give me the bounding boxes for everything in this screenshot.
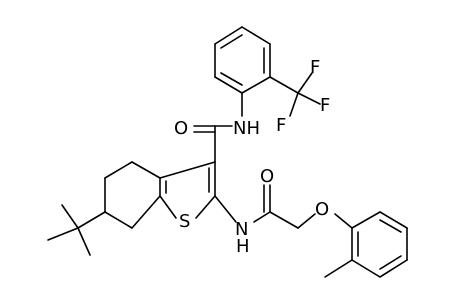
bond bbox=[297, 72, 313, 94]
bond bbox=[379, 211, 408, 229]
o-tolyl-ring bbox=[324, 211, 408, 278]
aromatic-inner-bond bbox=[379, 255, 402, 270]
bond bbox=[104, 161, 133, 179]
aromatic-inner-bond bbox=[379, 219, 402, 233]
bond bbox=[61, 204, 79, 229]
cyclohexene-ring bbox=[104, 161, 161, 229]
oxygen-atom-label: O bbox=[260, 166, 274, 187]
carboxamide-group: O NH bbox=[174, 92, 260, 163]
bond bbox=[297, 213, 316, 229]
bond bbox=[269, 76, 299, 94]
aromatic-inner-bond bbox=[220, 72, 243, 86]
trifluoromethyl-group: F F F bbox=[269, 57, 330, 136]
bond bbox=[241, 76, 271, 94]
bond bbox=[334, 213, 353, 229]
bond bbox=[351, 211, 381, 229]
bond bbox=[241, 26, 271, 45]
sulfur-atom-label: S bbox=[179, 211, 190, 232]
fluorine-atom-label: F bbox=[320, 95, 330, 116]
fluorine-atom-label: F bbox=[276, 115, 286, 136]
bond bbox=[351, 259, 381, 278]
bond bbox=[77, 227, 91, 256]
bond bbox=[253, 211, 271, 223]
tert-butyl-group bbox=[47, 204, 106, 256]
bond bbox=[77, 211, 106, 229]
ether-oxygen-label: O bbox=[315, 199, 329, 220]
oxygen-atom-label: O bbox=[174, 118, 188, 139]
bond bbox=[159, 195, 177, 219]
thiophene-ring: S bbox=[159, 161, 216, 232]
bond bbox=[131, 161, 161, 179]
trifluoromethylphenyl-ring bbox=[214, 26, 271, 94]
nitrogen-atom-label: N bbox=[235, 219, 248, 240]
bond bbox=[214, 195, 237, 223]
hydrogen-atom-label: H bbox=[236, 236, 250, 257]
bond bbox=[269, 211, 299, 229]
bond bbox=[195, 195, 216, 219]
bond bbox=[131, 195, 161, 229]
bond bbox=[297, 92, 321, 105]
fluorine-atom-label: F bbox=[310, 57, 320, 78]
bond bbox=[214, 26, 243, 45]
methyl-bond bbox=[324, 259, 353, 278]
amide-nh-label: NH bbox=[233, 118, 260, 139]
aromatic-inner-bond bbox=[220, 34, 243, 49]
bond bbox=[159, 161, 216, 179]
bond bbox=[379, 259, 408, 278]
acetamide-group: O N H O bbox=[214, 166, 329, 257]
bond bbox=[214, 76, 243, 94]
bond bbox=[104, 211, 133, 229]
bond bbox=[47, 227, 79, 241]
bond bbox=[289, 92, 299, 117]
